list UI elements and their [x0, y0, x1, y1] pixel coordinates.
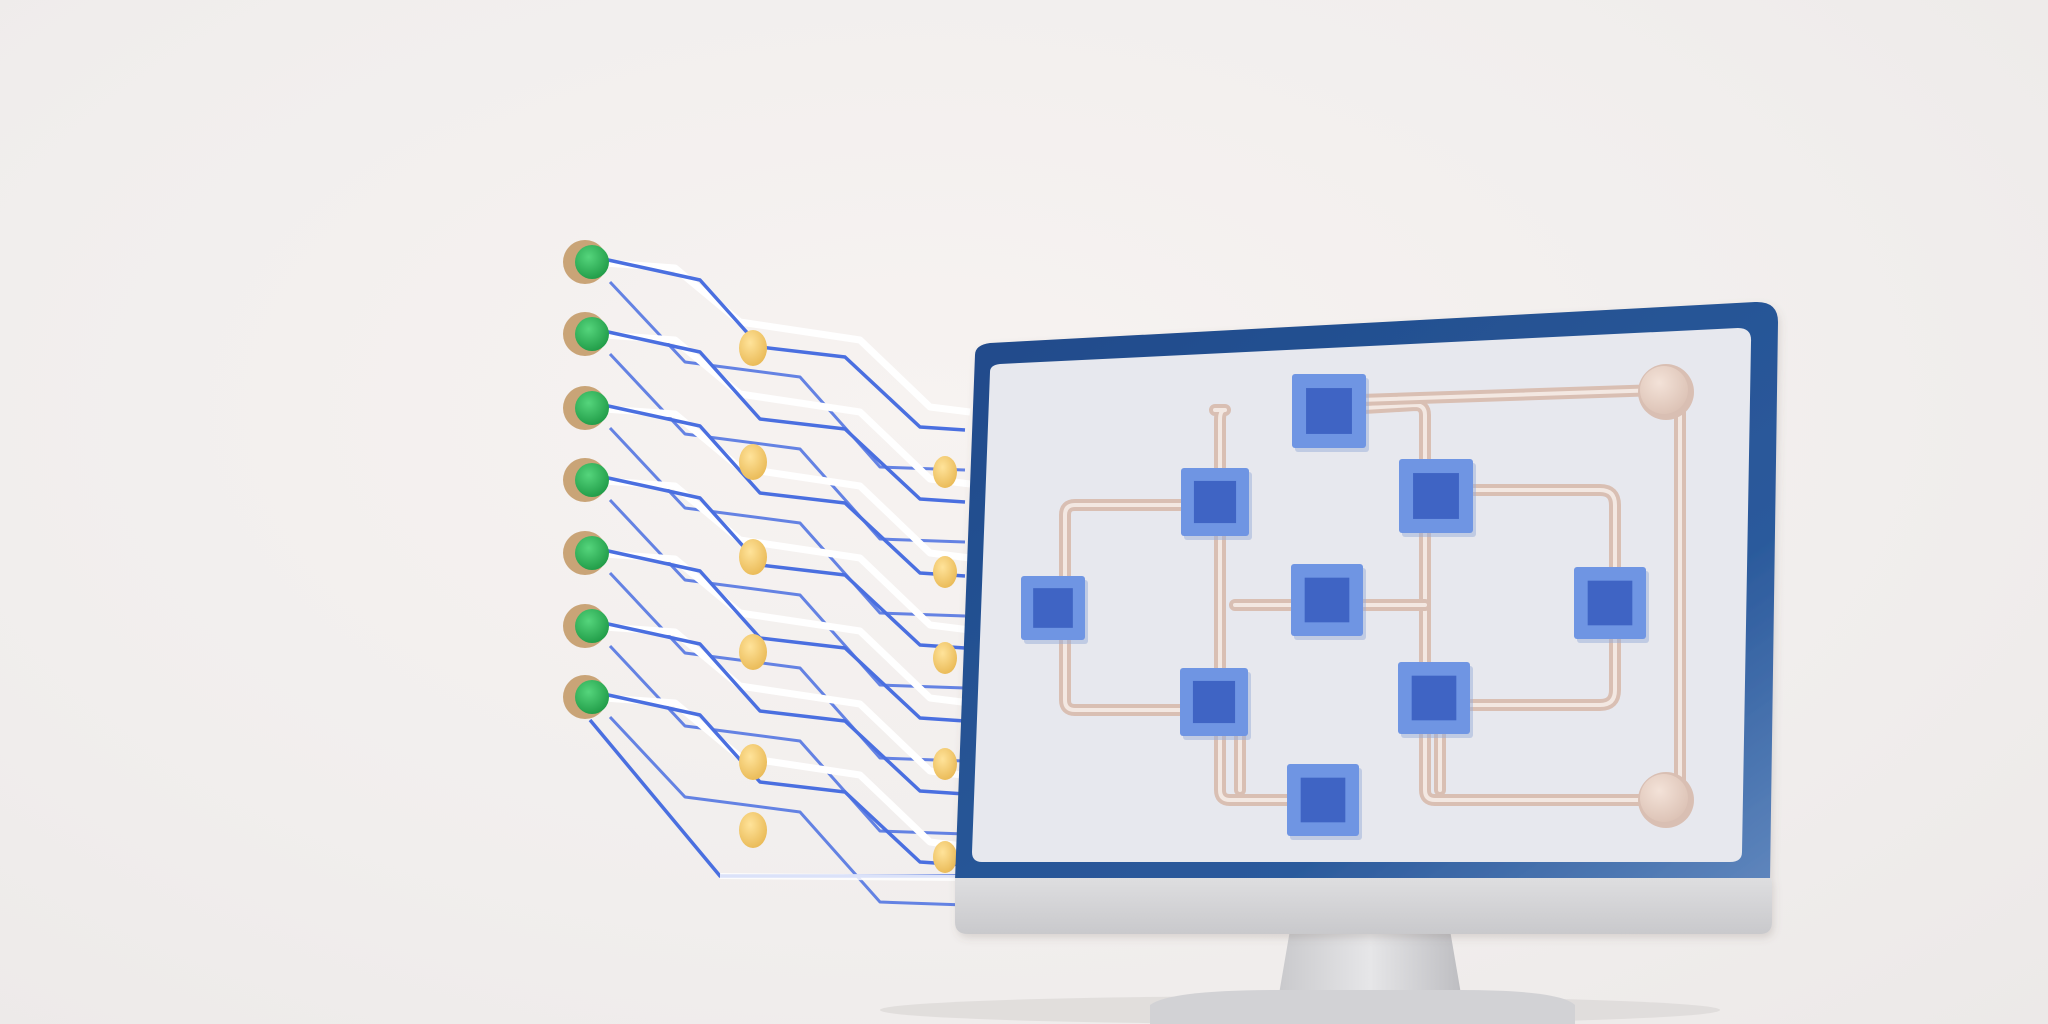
wire-white — [589, 693, 971, 851]
signal-dot-icon — [933, 556, 957, 588]
wire-white — [719, 873, 961, 881]
wire-blue — [608, 498, 966, 690]
circuit-trace — [1213, 408, 1302, 802]
signal-dot-icon — [933, 841, 957, 873]
wire-blue — [589, 545, 966, 723]
connector-pad-icon — [1638, 364, 1694, 420]
signal-dot-icon — [933, 748, 957, 780]
chip-icon — [1399, 459, 1476, 537]
wire-blue — [589, 689, 966, 867]
wire-bundle — [563, 240, 971, 907]
signal-dot-icon — [739, 744, 767, 780]
signal-dot-icon — [739, 330, 767, 366]
input-node-icon — [563, 240, 609, 284]
chip-icon — [1574, 567, 1649, 643]
chip-layer — [1021, 364, 1694, 840]
chip-icon — [1180, 668, 1251, 740]
input-node-icon — [563, 531, 609, 575]
chip-icon — [1287, 764, 1362, 840]
input-node-icon — [563, 458, 609, 502]
wire-white — [589, 258, 971, 416]
chip-icon — [1292, 374, 1369, 452]
wire-blue — [589, 326, 966, 504]
wire-blue — [608, 280, 966, 472]
input-node-icon — [563, 675, 609, 719]
input-node-icon — [563, 604, 609, 648]
signal-dot-icon — [739, 634, 767, 670]
signal-dot-icon — [739, 812, 767, 848]
wire-blue — [589, 618, 966, 796]
wire-blue — [608, 571, 966, 763]
wire-white — [589, 404, 971, 562]
signal-dot-icon — [933, 642, 957, 674]
chip-icon — [1021, 576, 1088, 644]
wire-white — [589, 476, 971, 634]
wire-blue — [608, 352, 966, 544]
circuit-trace — [1358, 388, 1662, 402]
wire-blue — [589, 472, 966, 650]
chip-icon — [1181, 468, 1252, 540]
wire-blue — [608, 426, 966, 618]
chip-icon — [1291, 564, 1366, 640]
signal-dot-icon — [739, 539, 767, 575]
wire-blue — [589, 254, 966, 432]
wire-blue — [608, 715, 966, 907]
monitor-stand — [1150, 930, 1575, 1024]
signal-dot-icon — [933, 456, 957, 488]
chip-icon — [1398, 662, 1473, 738]
signal-dot-icon — [739, 444, 767, 480]
connector-pad-icon — [1638, 772, 1694, 828]
input-node-icon — [563, 312, 609, 356]
input-node-icon — [563, 386, 609, 430]
wire-blue — [589, 400, 966, 578]
monitor-chin — [955, 878, 1772, 934]
wire-white — [589, 549, 971, 707]
